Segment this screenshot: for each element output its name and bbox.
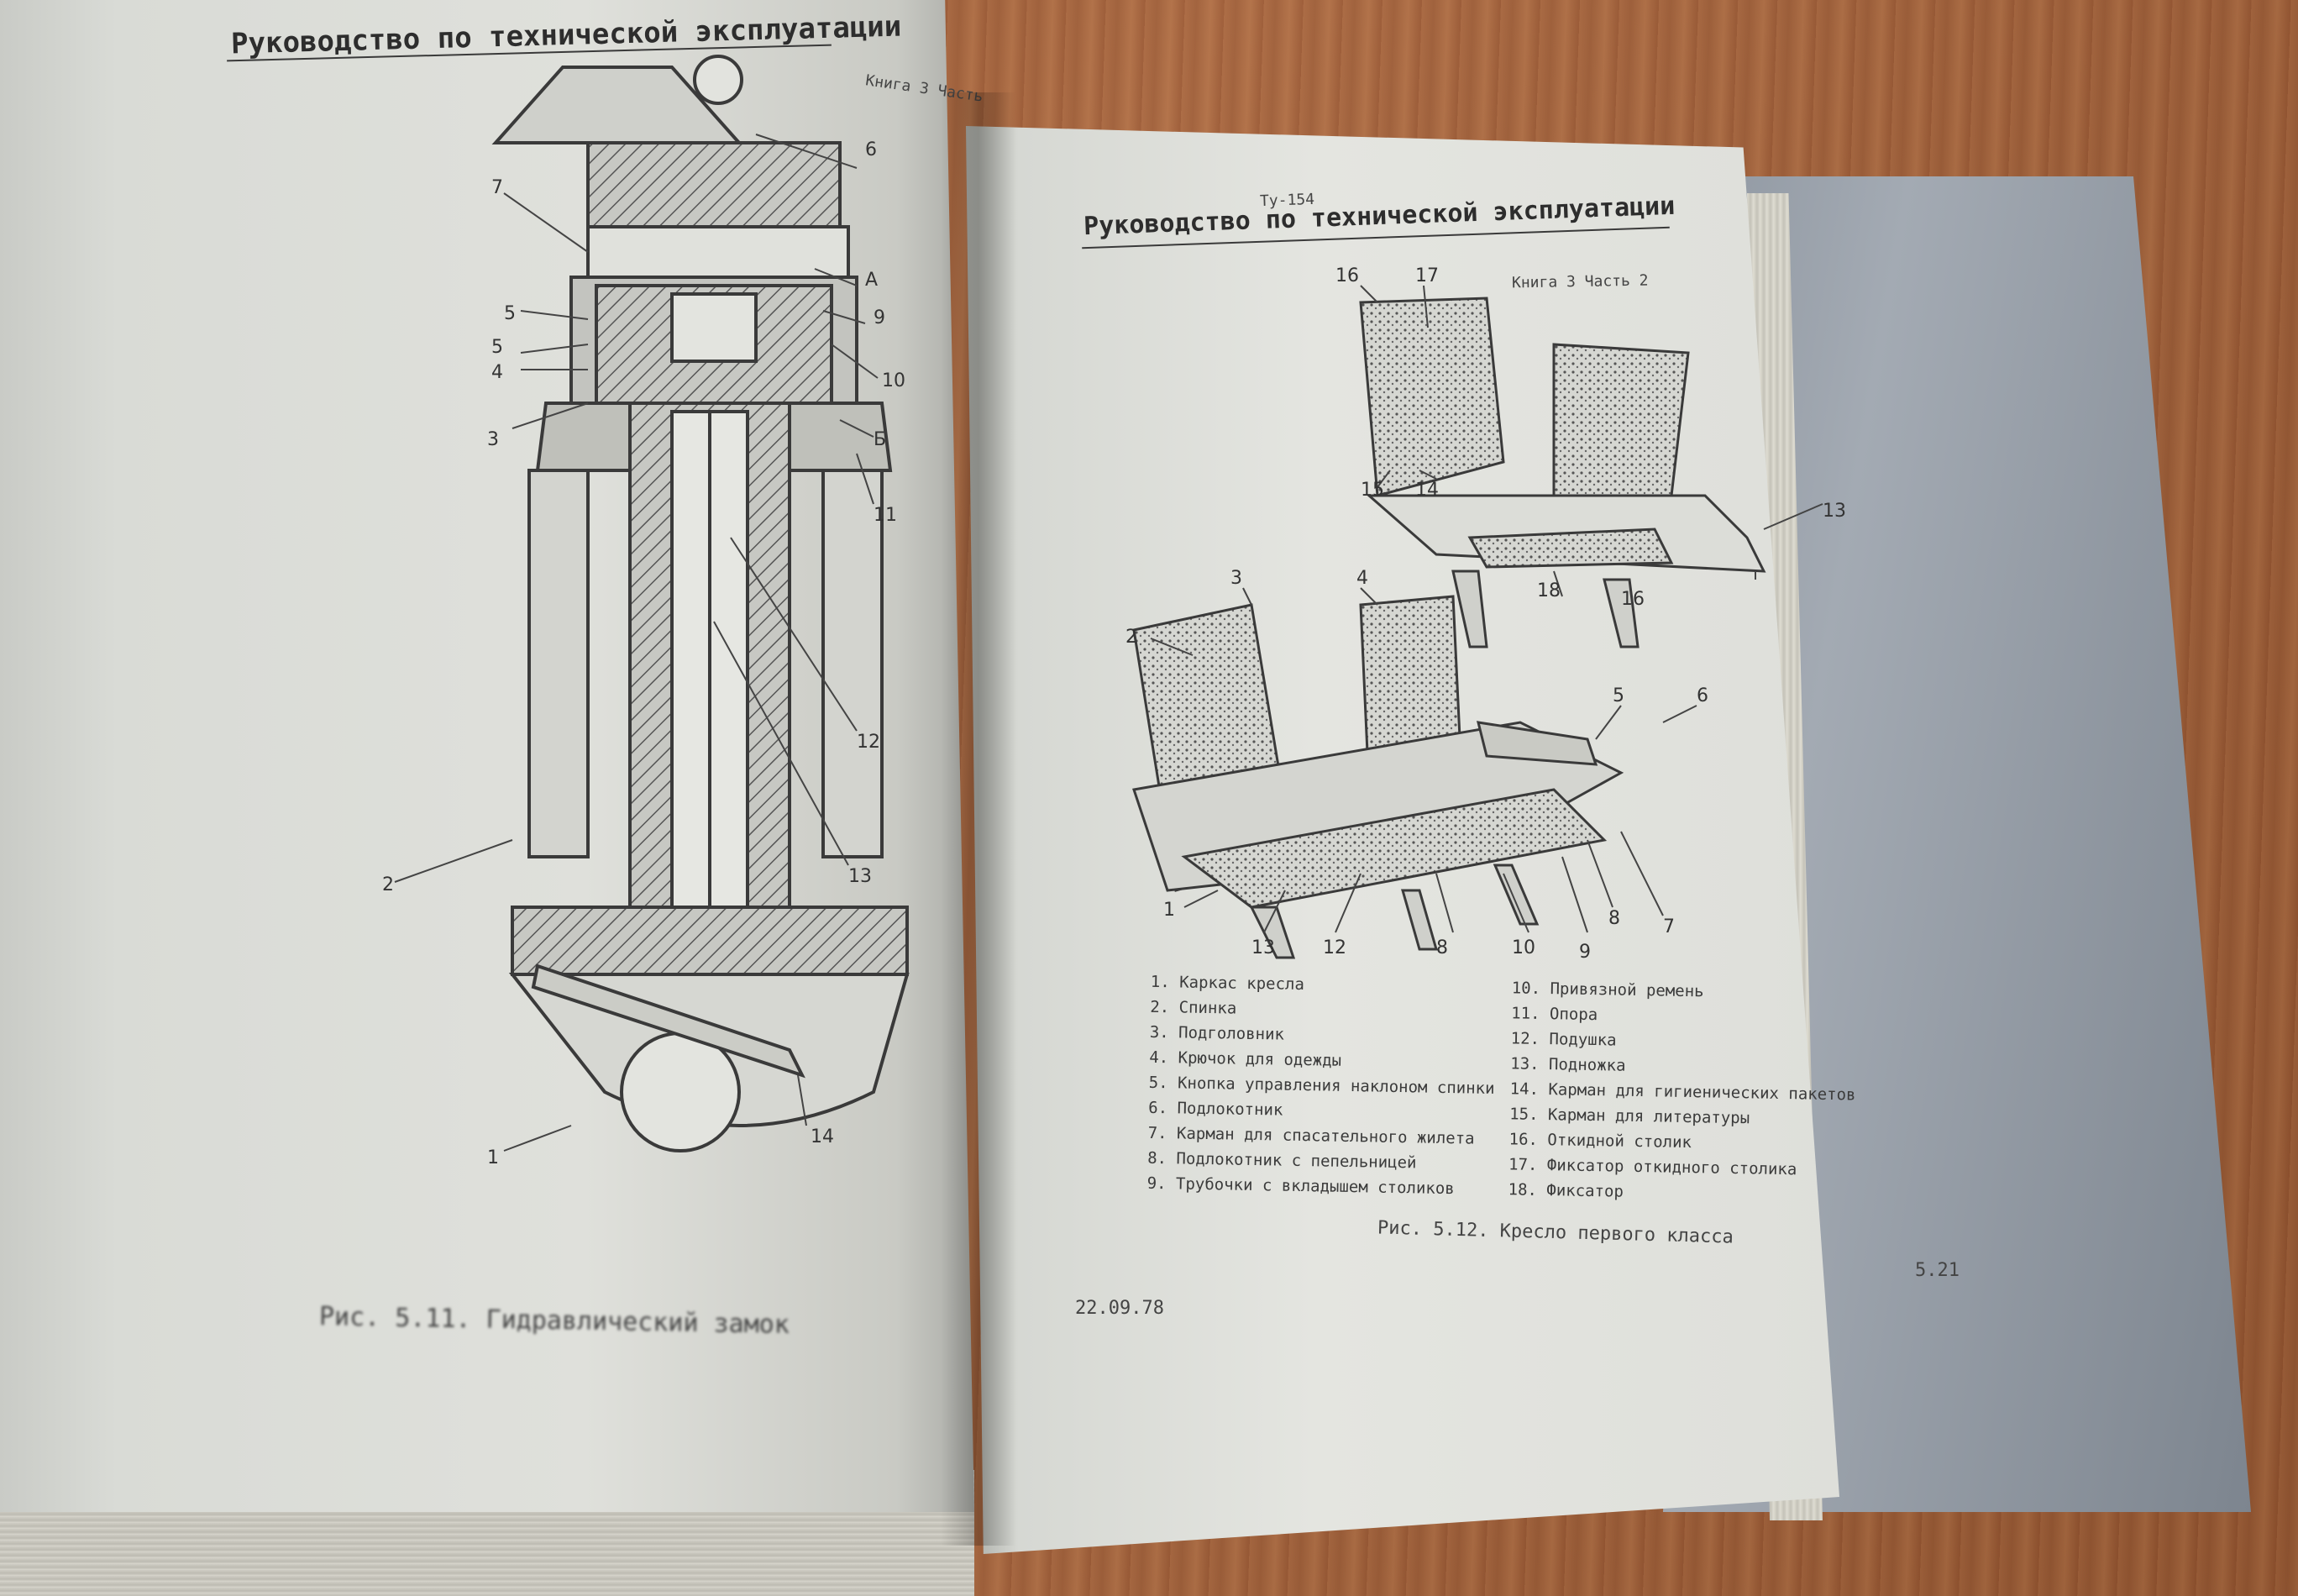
callout-label: A [865, 270, 878, 291]
callout-label: 5 [504, 303, 516, 324]
legend-column-right: 10. Привязной ремень 11. Опора 12. Подуш… [1508, 979, 1857, 1211]
callout-label: 1 [487, 1147, 499, 1168]
callout-label: 9 [874, 307, 885, 328]
callout-label: 14 [1415, 480, 1439, 501]
callout-label: 2 [382, 874, 394, 895]
callout-label: 11 [874, 505, 897, 526]
callout-label: 10 [1512, 937, 1535, 958]
callout-label: 13 [1251, 937, 1275, 958]
callout-label: 4 [1356, 568, 1368, 589]
callout-label: 15 [1361, 480, 1384, 501]
callout-label: 3 [487, 429, 499, 450]
revision-date: 22.09.78 [1075, 1298, 1164, 1319]
callout-label: 8 [1608, 908, 1620, 929]
hydraulic-lock-drawing: 6 7 A 5 9 5 4 10 3 Б 11 12 13 2 14 1 [382, 55, 910, 1168]
callout-label: 14 [811, 1126, 834, 1147]
callout-label: 6 [1697, 685, 1708, 706]
callout-label: 10 [882, 370, 905, 391]
callout-label: 7 [1663, 916, 1675, 937]
callout-label: 9 [1579, 942, 1591, 963]
callout-label: 12 [857, 732, 880, 753]
callout-label: 2 [1125, 627, 1137, 648]
callout-label: Б [874, 429, 886, 450]
first-class-seat-drawing: 16 17 15 14 13 18 16 3 4 2 5 6 1 13 12 8… [1125, 265, 1846, 963]
callout-label: 13 [848, 866, 872, 887]
book-gutter-shadow [941, 92, 1016, 1546]
callout-label: 4 [491, 362, 503, 383]
callout-label: 3 [1230, 568, 1242, 589]
callout-label: 6 [865, 139, 877, 160]
callout-label: 5 [491, 337, 503, 358]
legend-column-left: 1. Каркас кресла 2. Спинка 3. Подголовни… [1146, 973, 1496, 1205]
callout-label: 8 [1436, 937, 1448, 958]
callout-label: 1 [1163, 900, 1175, 921]
callout-label: 18 [1537, 580, 1561, 601]
callout-label: 16 [1621, 589, 1645, 610]
callout-label: 17 [1415, 265, 1439, 286]
callout-label: 16 [1335, 265, 1359, 286]
callout-label: 12 [1323, 937, 1346, 958]
page-number: 5.21 [1915, 1260, 1960, 1281]
callout-label: 7 [491, 177, 503, 198]
callout-label: 13 [1823, 501, 1846, 522]
callout-label: 5 [1613, 685, 1624, 706]
